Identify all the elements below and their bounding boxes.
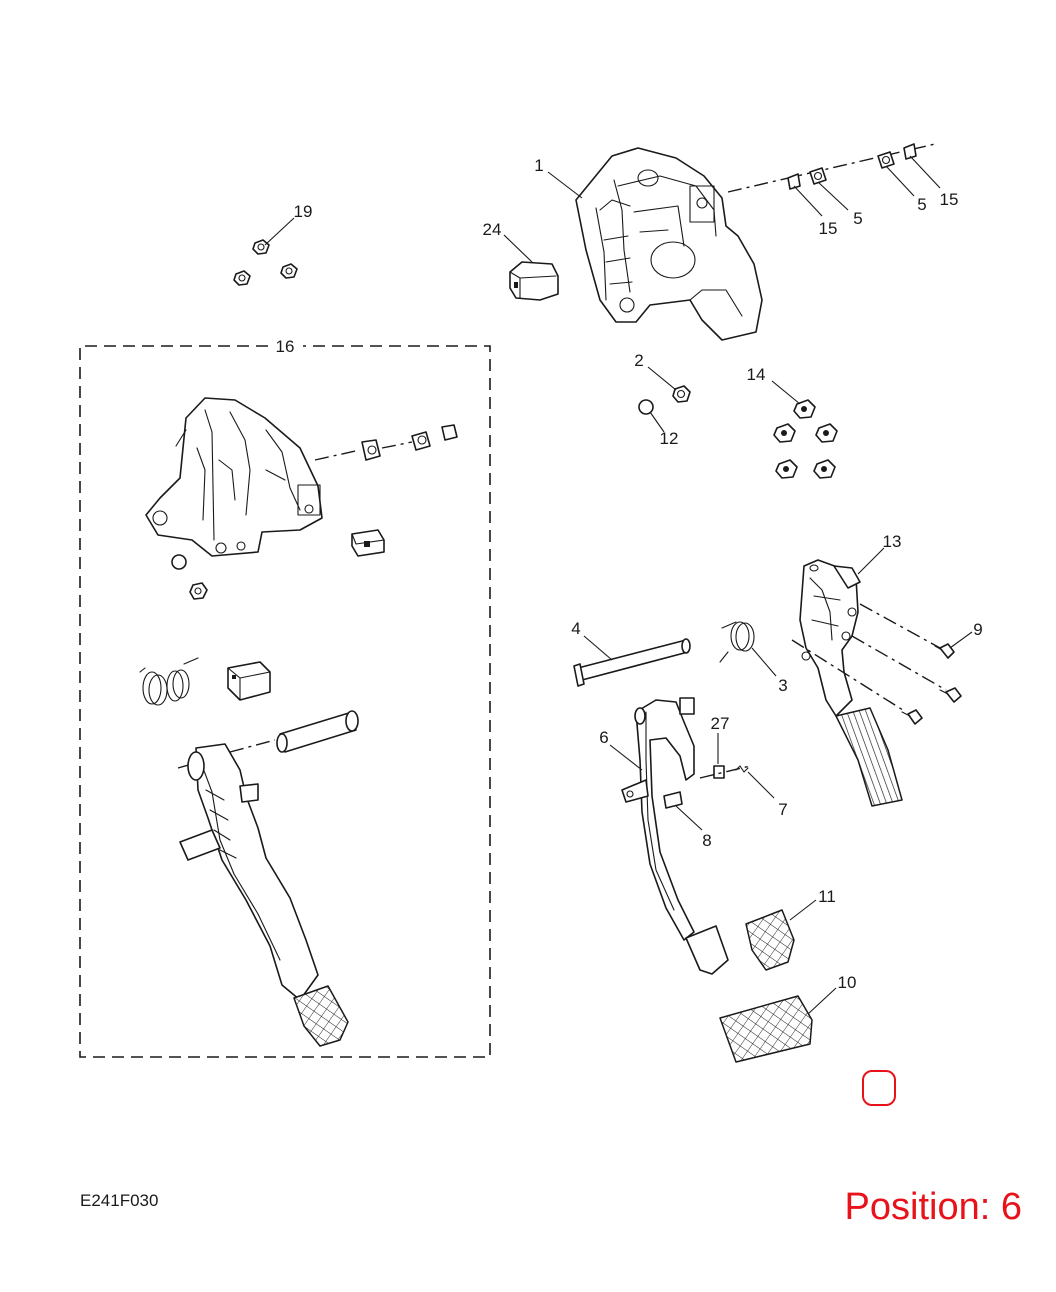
diagram-reference-code: E241F030 [80,1191,159,1210]
callout-5a[interactable]: 5 [853,209,862,228]
callout-9[interactable]: 9 [973,620,982,639]
accelerator-pad [835,707,903,807]
pedal-pad-11 [745,909,795,971]
accelerator-pedal-13 [799,559,861,717]
callout-10[interactable]: 10 [838,973,857,992]
callout-15b[interactable]: 15 [940,190,959,209]
callout-1[interactable]: 1 [534,156,543,175]
callout-14[interactable]: 14 [747,365,766,384]
kit-return-spring [139,657,199,706]
nuts-14 [773,399,838,479]
brake-pedal-pad [685,925,729,975]
callout-3[interactable]: 3 [778,676,787,695]
kit-bushes [361,424,458,461]
connector-24 [509,261,559,301]
callout-5b[interactable]: 5 [917,195,926,214]
callout-15a[interactable]: 15 [819,219,838,238]
callout-4[interactable]: 4 [571,619,580,638]
callout-19[interactable]: 19 [294,202,313,221]
callout-6[interactable]: 6 [599,728,608,747]
kit-pivot-tube [276,710,359,753]
bush-12 [638,399,654,415]
pedal-kit-assembly: 16 [79,337,491,1058]
pedal-pad-10 [719,995,813,1063]
pedal-bracket-1 [575,147,763,341]
brake-pedal-6 [621,697,695,941]
kit-pedal-pad [293,985,349,1047]
clip-27-pin-7 [699,765,751,779]
kit-nut-bush [171,554,208,600]
stud-nuts [233,239,298,286]
position-marker[interactable] [862,1070,896,1106]
callout-27[interactable]: 27 [711,714,730,733]
pivot-pin-4 [573,638,691,687]
kit-pedal-bracket [145,397,323,557]
pivot-bushes [787,143,917,190]
screws-9 [901,643,962,725]
callout-8[interactable]: 8 [702,831,711,850]
kit-clutch-pedal-arm [179,743,319,1001]
callout-24[interactable]: 24 [483,220,502,239]
kit-switch [227,661,271,701]
nut-2 [672,385,691,403]
callout-16[interactable]: 16 [276,337,295,356]
callout-11[interactable]: 11 [818,887,836,906]
kit-connector [351,529,385,557]
callout-13[interactable]: 13 [883,532,902,551]
spring-3 [719,621,755,663]
callout-7[interactable]: 7 [778,800,787,819]
callout-12[interactable]: 12 [660,429,679,448]
position-label: Position: 6 [844,1186,1022,1228]
callout-2[interactable]: 2 [634,351,643,370]
